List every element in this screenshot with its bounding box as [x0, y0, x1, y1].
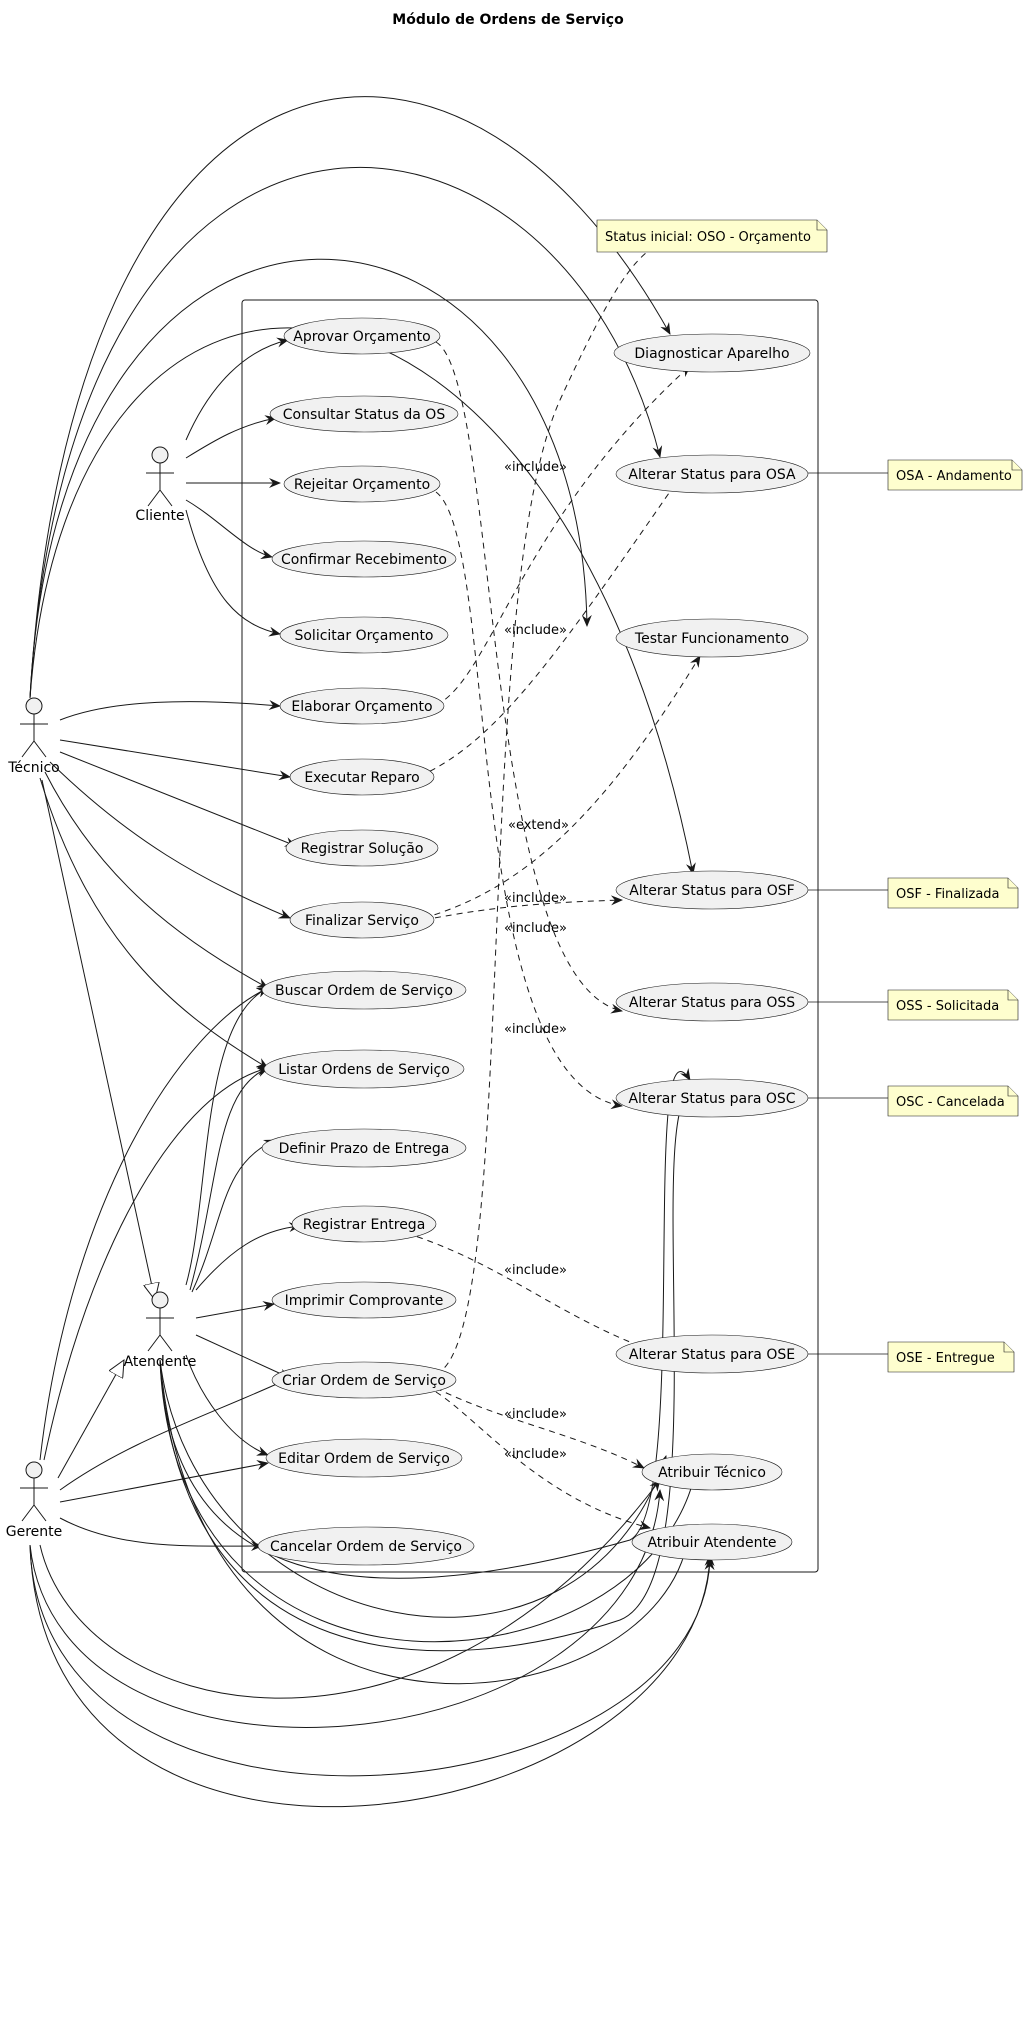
svg-text:Executar Reparo: Executar Reparo [304, 770, 419, 786]
svg-text:Alterar Status para OSA: Alterar Status para OSA [628, 467, 796, 483]
system-boundary [241, 299, 819, 1573]
association-lines [29, 96, 715, 1808]
relation-labels: «include» «include» «extend» «include» «… [504, 460, 569, 1462]
actor-cliente: Cliente [135, 446, 185, 524]
svg-text:Imprimir Comprovante: Imprimir Comprovante [285, 1293, 444, 1309]
use-case-atribuir-atendente: Atribuir Atendente [631, 1523, 793, 1561]
use-case-diagnosticar-aparelho: Diagnosticar Aparelho [613, 333, 811, 373]
use-case-listar-ordens: Listar Ordens de Serviço [263, 1049, 465, 1089]
svg-text:Status inicial: OSO - Orçament: Status inicial: OSO - Orçamento [605, 230, 811, 245]
use-case-solicitar-orcamento: Solicitar Orçamento [279, 616, 449, 654]
relation-label: «include» [504, 1263, 567, 1278]
svg-text:Alterar Status para OSS: Alterar Status para OSS [629, 995, 795, 1011]
svg-text:Editar Ordem de Serviço: Editar Ordem de Serviço [278, 1451, 450, 1467]
use-case-status-osa: Alterar Status para OSA [615, 454, 809, 494]
svg-text:Atribuir Atendente: Atribuir Atendente [647, 1535, 776, 1551]
use-case-executar-reparo: Executar Reparo [289, 758, 435, 796]
actor-atendente: Atendente [124, 1291, 197, 1370]
svg-text:Solicitar Orçamento: Solicitar Orçamento [294, 628, 433, 644]
relation-label: «extend» [508, 818, 569, 833]
svg-text:Elaborar Orçamento: Elaborar Orçamento [291, 699, 432, 715]
svg-text:Confirmar Recebimento: Confirmar Recebimento [281, 552, 447, 568]
note-ose: OSE - Entregue [887, 1341, 1015, 1373]
svg-text:Definir Prazo de Entrega: Definir Prazo de Entrega [279, 1141, 450, 1157]
use-case-rejeitar-orcamento: Rejeitar Orçamento [283, 465, 441, 503]
svg-text:Criar Ordem de Serviço: Criar Ordem de Serviço [282, 1373, 446, 1389]
use-case-testar-funcionamento: Testar Funcionamento [615, 618, 809, 658]
use-case-registrar-solucao: Registrar Solução [285, 829, 439, 867]
svg-text:OSF - Finalizada: OSF - Finalizada [896, 887, 1000, 902]
svg-text:Gerente: Gerente [6, 1524, 63, 1540]
svg-text:Buscar Ordem de Serviço: Buscar Ordem de Serviço [275, 983, 453, 999]
relation-label: «include» [504, 891, 567, 906]
svg-text:Alterar Status para OSC: Alterar Status para OSC [628, 1091, 795, 1107]
use-case-cancelar-ordem: Cancelar Ordem de Serviço [257, 1526, 475, 1566]
svg-text:Diagnosticar Aparelho: Diagnosticar Aparelho [634, 346, 789, 362]
note-connectors [808, 472, 888, 1355]
use-case-status-oss: Alterar Status para OSS [615, 982, 809, 1022]
relation-label: «include» [504, 1022, 567, 1037]
svg-text:Técnico: Técnico [7, 760, 60, 776]
svg-text:OSE - Entregue: OSE - Entregue [896, 1351, 995, 1366]
svg-text:OSC - Cancelada: OSC - Cancelada [896, 1095, 1005, 1110]
note-oss: OSS - Solicitada [887, 989, 1019, 1021]
dependency-lines [395, 237, 701, 1531]
svg-text:OSA - Andamento: OSA - Andamento [896, 469, 1012, 484]
svg-text:Consultar Status da OS: Consultar Status da OS [283, 407, 446, 423]
svg-text:Registrar Entrega: Registrar Entrega [303, 1217, 426, 1233]
use-case-status-osc: Alterar Status para OSC [615, 1078, 809, 1118]
svg-text:Listar Ordens de Serviço: Listar Ordens de Serviço [278, 1062, 450, 1078]
use-cases: Aprovar Orçamento Consultar Status da OS… [257, 317, 811, 1566]
use-case-consultar-status: Consultar Status da OS [269, 395, 459, 433]
actor-tecnico: Técnico [7, 697, 60, 776]
note-osa: OSA - Andamento [887, 459, 1023, 491]
svg-text:Atribuir Técnico: Atribuir Técnico [658, 1465, 766, 1481]
svg-text:Registrar Solução: Registrar Solução [301, 841, 424, 857]
use-case-aprovar-orcamento: Aprovar Orçamento [283, 317, 441, 355]
use-case-editar-ordem: Editar Ordem de Serviço [265, 1438, 463, 1478]
relation-label: «include» [504, 921, 567, 936]
svg-text:OSS - Solicitada: OSS - Solicitada [896, 999, 999, 1014]
svg-text:Testar Funcionamento: Testar Funcionamento [634, 631, 789, 647]
use-case-status-ose: Alterar Status para OSE [615, 1334, 809, 1374]
actor-gerente: Gerente [6, 1461, 63, 1540]
relation-label: «include» [504, 623, 567, 638]
use-case-status-osf: Alterar Status para OSF [615, 870, 809, 910]
svg-text:Atendente: Atendente [124, 1354, 197, 1370]
use-case-registrar-entrega: Registrar Entrega [291, 1205, 437, 1243]
relation-label: «include» [504, 1407, 567, 1422]
use-case-finalizar-servico: Finalizar Serviço [289, 901, 435, 939]
svg-text:Finalizar Serviço: Finalizar Serviço [305, 913, 419, 929]
note-osc: OSC - Cancelada [887, 1085, 1019, 1117]
use-case-definir-prazo: Definir Prazo de Entrega [261, 1128, 467, 1168]
actors: Cliente Técnico Atendente Gerente [6, 446, 197, 1540]
use-case-confirmar-recebimento: Confirmar Recebimento [271, 540, 457, 578]
svg-text:Alterar Status para OSE: Alterar Status para OSE [629, 1347, 795, 1363]
diagram-title: Módulo de Ordens de Serviço [392, 12, 624, 28]
svg-text:Alterar Status para OSF: Alterar Status para OSF [629, 883, 794, 899]
relation-label: «include» [504, 1447, 567, 1462]
svg-text:Aprovar Orçamento: Aprovar Orçamento [293, 329, 430, 345]
use-case-imprimir-comprovante: Imprimir Comprovante [271, 1281, 457, 1319]
svg-text:Rejeitar Orçamento: Rejeitar Orçamento [294, 477, 430, 493]
relation-label: «include» [504, 460, 567, 475]
svg-text:Cancelar Ordem de Serviço: Cancelar Ordem de Serviço [270, 1539, 462, 1555]
note-osf: OSF - Finalizada [887, 877, 1019, 909]
use-case-atribuir-tecnico: Atribuir Técnico [641, 1453, 783, 1491]
use-case-elaborar-orcamento: Elaborar Orçamento [279, 687, 445, 725]
use-case-criar-ordem: Criar Ordem de Serviço [271, 1361, 457, 1399]
svg-text:Cliente: Cliente [135, 508, 184, 524]
use-case-buscar-ordem: Buscar Ordem de Serviço [261, 970, 467, 1010]
note-status-inicial: Status inicial: OSO - Orçamento [596, 219, 828, 253]
notes: Status inicial: OSO - Orçamento OSA - An… [596, 219, 1023, 1373]
